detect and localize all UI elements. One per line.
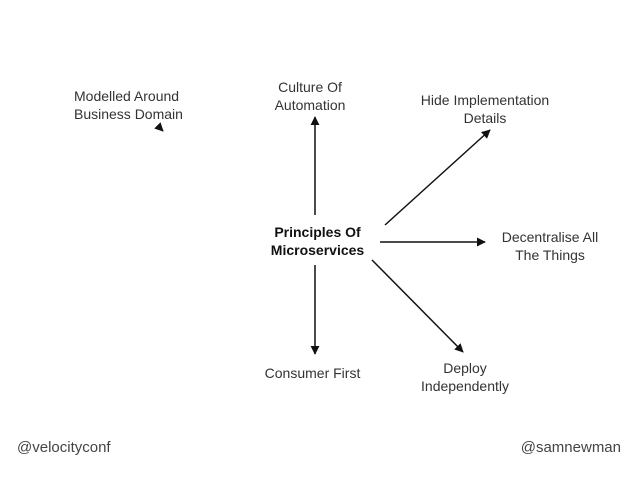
principle-consumer-first: Consumer First — [264, 365, 361, 381]
principle-deploy-independently: Deploy Independently — [421, 360, 509, 394]
arrow-to-deploy — [371, 259, 464, 353]
arrow-to-modelled — [154, 122, 164, 132]
principle-decentralise-all-the-things: Decentralise All The Things — [501, 229, 599, 263]
principle-modelled-around-business-domain: Modelled Around Business Domain — [74, 88, 183, 122]
footer-left-handle: @velocityconf — [17, 439, 111, 456]
arrow-to-hide — [384, 129, 491, 226]
principle-hide-implementation-details: Hide Implementation Details — [420, 92, 550, 126]
footer-right-handle: @samnewman — [520, 439, 621, 456]
diagram-center-principles-of-microservices: Principles Of Microservices — [270, 224, 365, 258]
principle-culture-of-automation: Culture Of Automation — [274, 79, 346, 113]
